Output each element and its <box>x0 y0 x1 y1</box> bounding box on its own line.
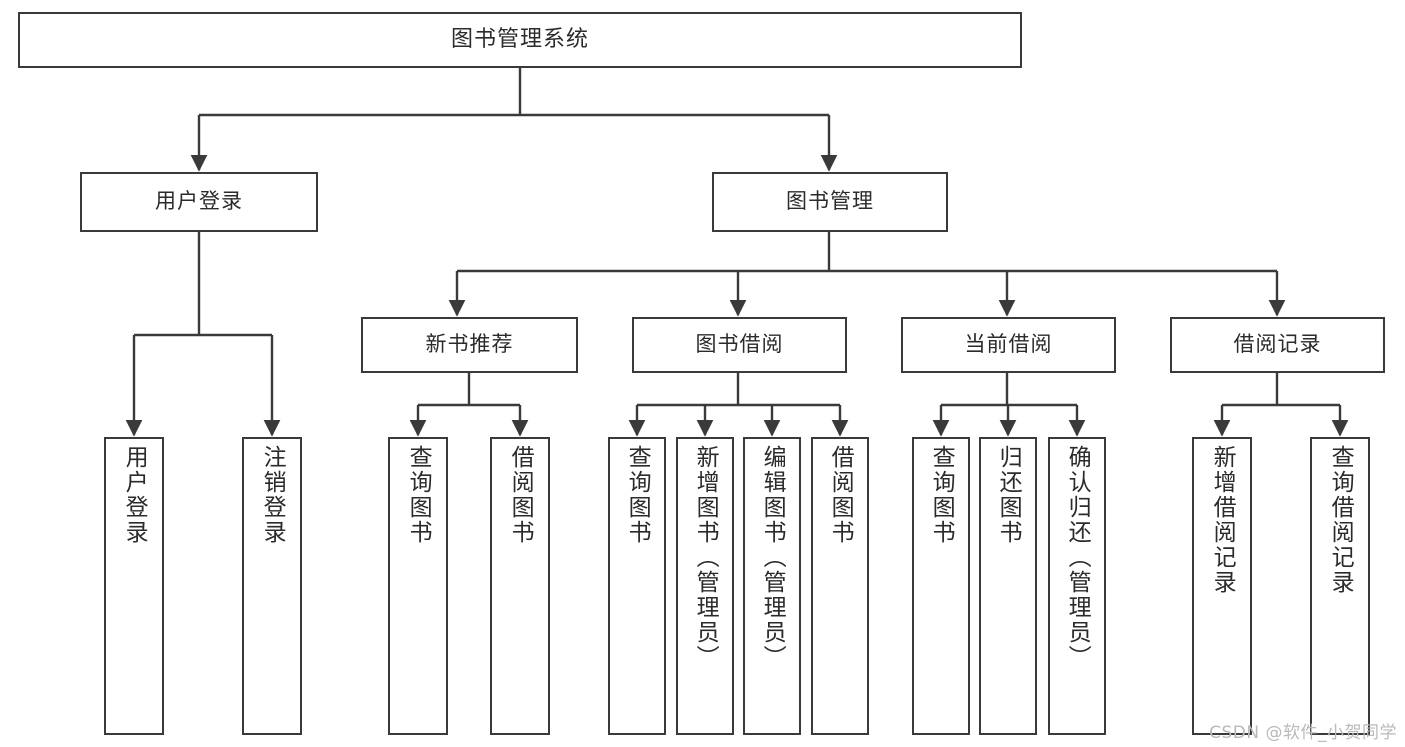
leaf-current-confirm-return-admin[interactable]: 确认归还（管理员） <box>1048 437 1106 735</box>
node-borrow-record[interactable]: 借阅记录 <box>1170 317 1385 373</box>
node-label: 归还图书 <box>995 445 1022 545</box>
node-label: 新书推荐 <box>425 332 514 357</box>
leaf-record-query-record[interactable]: 查询借阅记录 <box>1310 437 1370 735</box>
leaf-borrow-borrow-book[interactable]: 借阅图书 <box>811 437 869 735</box>
leaf-current-query-book[interactable]: 查询图书 <box>912 437 970 735</box>
node-book-management[interactable]: 图书管理 <box>712 172 948 232</box>
node-root-system[interactable]: 图书管理系统 <box>18 12 1022 68</box>
leaf-record-add-record[interactable]: 新增借阅记录 <box>1192 437 1252 735</box>
node-label: 编辑图书（管理员） <box>759 445 786 670</box>
node-label: 查询图书 <box>405 445 432 545</box>
node-current-borrow[interactable]: 当前借阅 <box>901 317 1116 373</box>
leaf-recommend-borrow-book[interactable]: 借阅图书 <box>490 437 550 735</box>
node-label: 新增图书（管理员） <box>692 445 719 670</box>
node-book-borrow[interactable]: 图书借阅 <box>632 317 847 373</box>
node-label: 图书管理系统 <box>450 26 589 52</box>
node-label: 查询借阅记录 <box>1327 445 1354 595</box>
node-user-login[interactable]: 用户登录 <box>80 172 318 232</box>
node-label: 图书借阅 <box>695 332 784 357</box>
node-label: 查询图书 <box>928 445 955 545</box>
node-label: 当前借阅 <box>964 332 1053 357</box>
leaf-borrow-query-book[interactable]: 查询图书 <box>608 437 666 735</box>
node-label: 借阅图书 <box>827 445 854 545</box>
node-label: 注销登录 <box>259 445 286 545</box>
node-label: 用户登录 <box>155 189 243 214</box>
leaf-user-login-login[interactable]: 用户登录 <box>104 437 164 735</box>
leaf-recommend-query-book[interactable]: 查询图书 <box>388 437 448 735</box>
leaf-user-login-logout[interactable]: 注销登录 <box>242 437 302 735</box>
node-label: 图书管理 <box>786 189 874 214</box>
leaf-borrow-add-book-admin[interactable]: 新增图书（管理员） <box>676 437 734 735</box>
node-label: 新增借阅记录 <box>1209 445 1236 595</box>
node-label: 借阅图书 <box>507 445 534 545</box>
watermark: CSDN @软件_小贺同学 <box>1209 723 1397 743</box>
node-label: 确认归还（管理员） <box>1064 445 1091 670</box>
node-label: 借阅记录 <box>1233 332 1322 357</box>
leaf-borrow-edit-book-admin[interactable]: 编辑图书（管理员） <box>743 437 801 735</box>
node-label: 用户登录 <box>121 445 148 545</box>
node-label: 查询图书 <box>624 445 651 545</box>
node-new-book-recommend[interactable]: 新书推荐 <box>361 317 578 373</box>
leaf-current-return-book[interactable]: 归还图书 <box>979 437 1037 735</box>
